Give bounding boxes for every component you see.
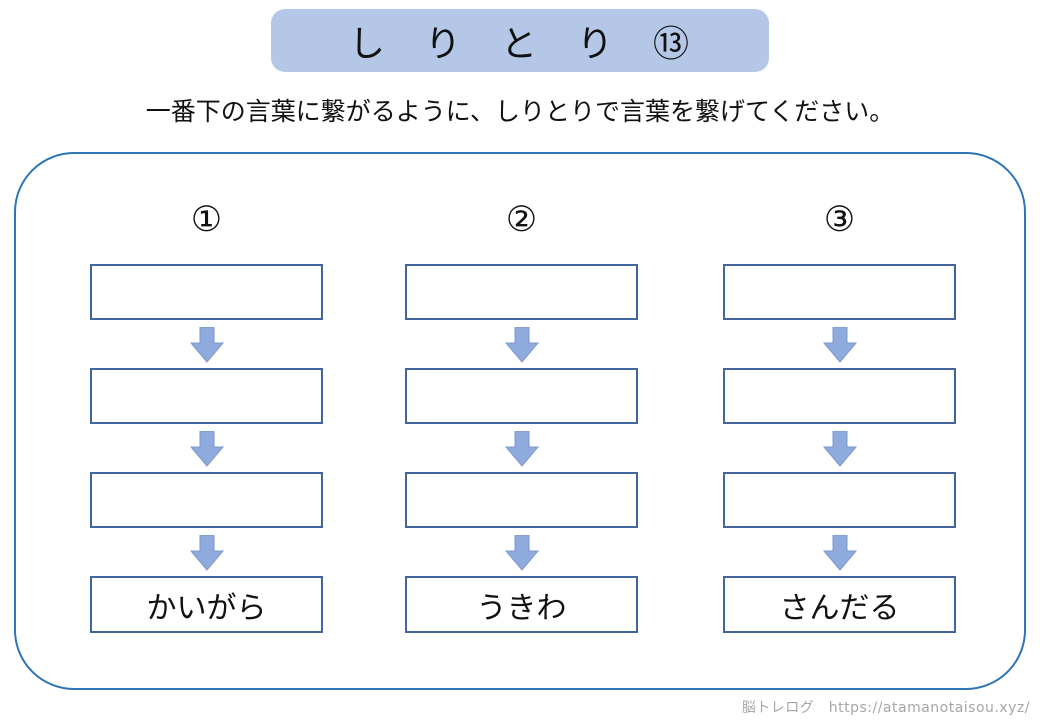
down-arrow-icon [723, 431, 956, 467]
down-arrow-icon [90, 327, 323, 363]
down-arrow-icon [405, 431, 638, 467]
column-3-answer-slot-2[interactable] [723, 368, 956, 424]
column-1-answer-slot-1[interactable] [90, 264, 323, 320]
column-1-answer-slot-3[interactable] [90, 472, 323, 528]
column-3-number-label: ③ [823, 200, 856, 240]
column-2-answer-slot-1[interactable] [405, 264, 638, 320]
instruction-text: 一番下の言葉に繋がるように、しりとりで言葉を繋げてください。 [145, 97, 895, 126]
down-arrow-icon [405, 327, 638, 363]
page-title: し り と り ⑬ [348, 23, 691, 65]
shiritori-column-1: ① かいがら [90, 196, 323, 633]
column-2-answer-slot-3[interactable] [405, 472, 638, 528]
shiritori-column-2: ② うきわ [405, 196, 638, 633]
column-1-target-word-box: かいがら [90, 576, 323, 633]
column-3-answer-slot-3[interactable] [723, 472, 956, 528]
column-2-number-label: ② [505, 200, 538, 240]
down-arrow-icon [405, 535, 638, 571]
column-1-number-label: ① [190, 200, 223, 240]
column-2-target-word-box: うきわ [405, 576, 638, 633]
down-arrow-icon [90, 535, 323, 571]
title-banner: し り と り ⑬ [271, 9, 769, 72]
column-1-answer-slot-2[interactable] [90, 368, 323, 424]
worksheet-frame: ① かいがら ② うきわ ③ [14, 152, 1026, 690]
site-credit: 脳トレログ https://atamanotaisou.xyz/ [741, 700, 1030, 716]
down-arrow-icon [90, 431, 323, 467]
column-2-answer-slot-2[interactable] [405, 368, 638, 424]
column-3-answer-slot-1[interactable] [723, 264, 956, 320]
down-arrow-icon [723, 535, 956, 571]
column-3-target-word-box: さんだる [723, 576, 956, 633]
shiritori-column-3: ③ さんだる [723, 196, 956, 633]
down-arrow-icon [723, 327, 956, 363]
